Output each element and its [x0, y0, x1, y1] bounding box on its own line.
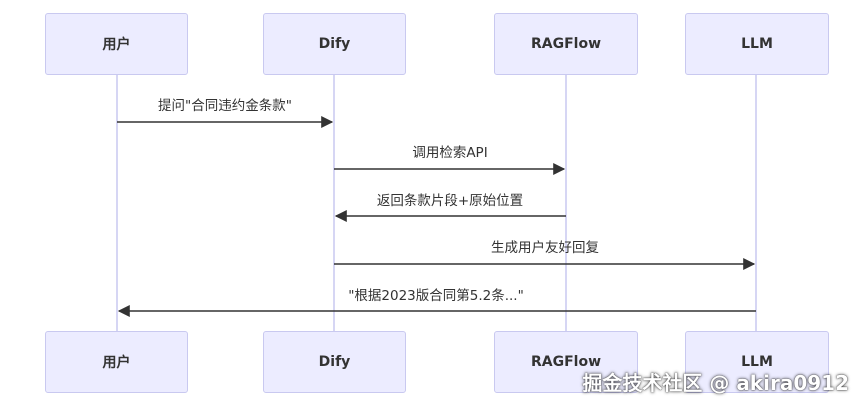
message-label-ask: 提问"合同违约金条款"	[158, 98, 292, 114]
message-label-answer: "根据2023版合同第5.2条..."	[348, 288, 524, 304]
participant-top-llm: LLM	[685, 13, 829, 75]
participant-bottom-ragflow: RAGFlow	[494, 331, 638, 393]
participant-top-dify: Dify	[263, 13, 406, 75]
participant-bottom-dify: Dify	[263, 331, 406, 393]
participant-label: 用户	[102, 355, 131, 371]
message-label-generate-reply: 生成用户友好回复	[491, 240, 599, 256]
participant-label: LLM	[741, 36, 773, 52]
message-label-return-clauses: 返回条款片段+原始位置	[376, 193, 524, 209]
participant-bottom-user: 用户	[45, 331, 188, 393]
participant-bottom-llm: LLM	[685, 331, 829, 393]
participant-top-user: 用户	[45, 13, 188, 75]
participant-label: Dify	[318, 354, 351, 370]
message-label-call-api: 调用检索API	[412, 145, 488, 161]
participant-label: Dify	[318, 36, 351, 52]
participant-label: 用户	[102, 37, 131, 53]
participant-label: RAGFlow	[530, 354, 602, 370]
watermark: 掘金技术社区 @ akira0912	[582, 371, 849, 395]
participant-top-ragflow: RAGFlow	[494, 13, 638, 75]
participant-label: LLM	[741, 354, 773, 370]
participant-label: RAGFlow	[530, 36, 602, 52]
